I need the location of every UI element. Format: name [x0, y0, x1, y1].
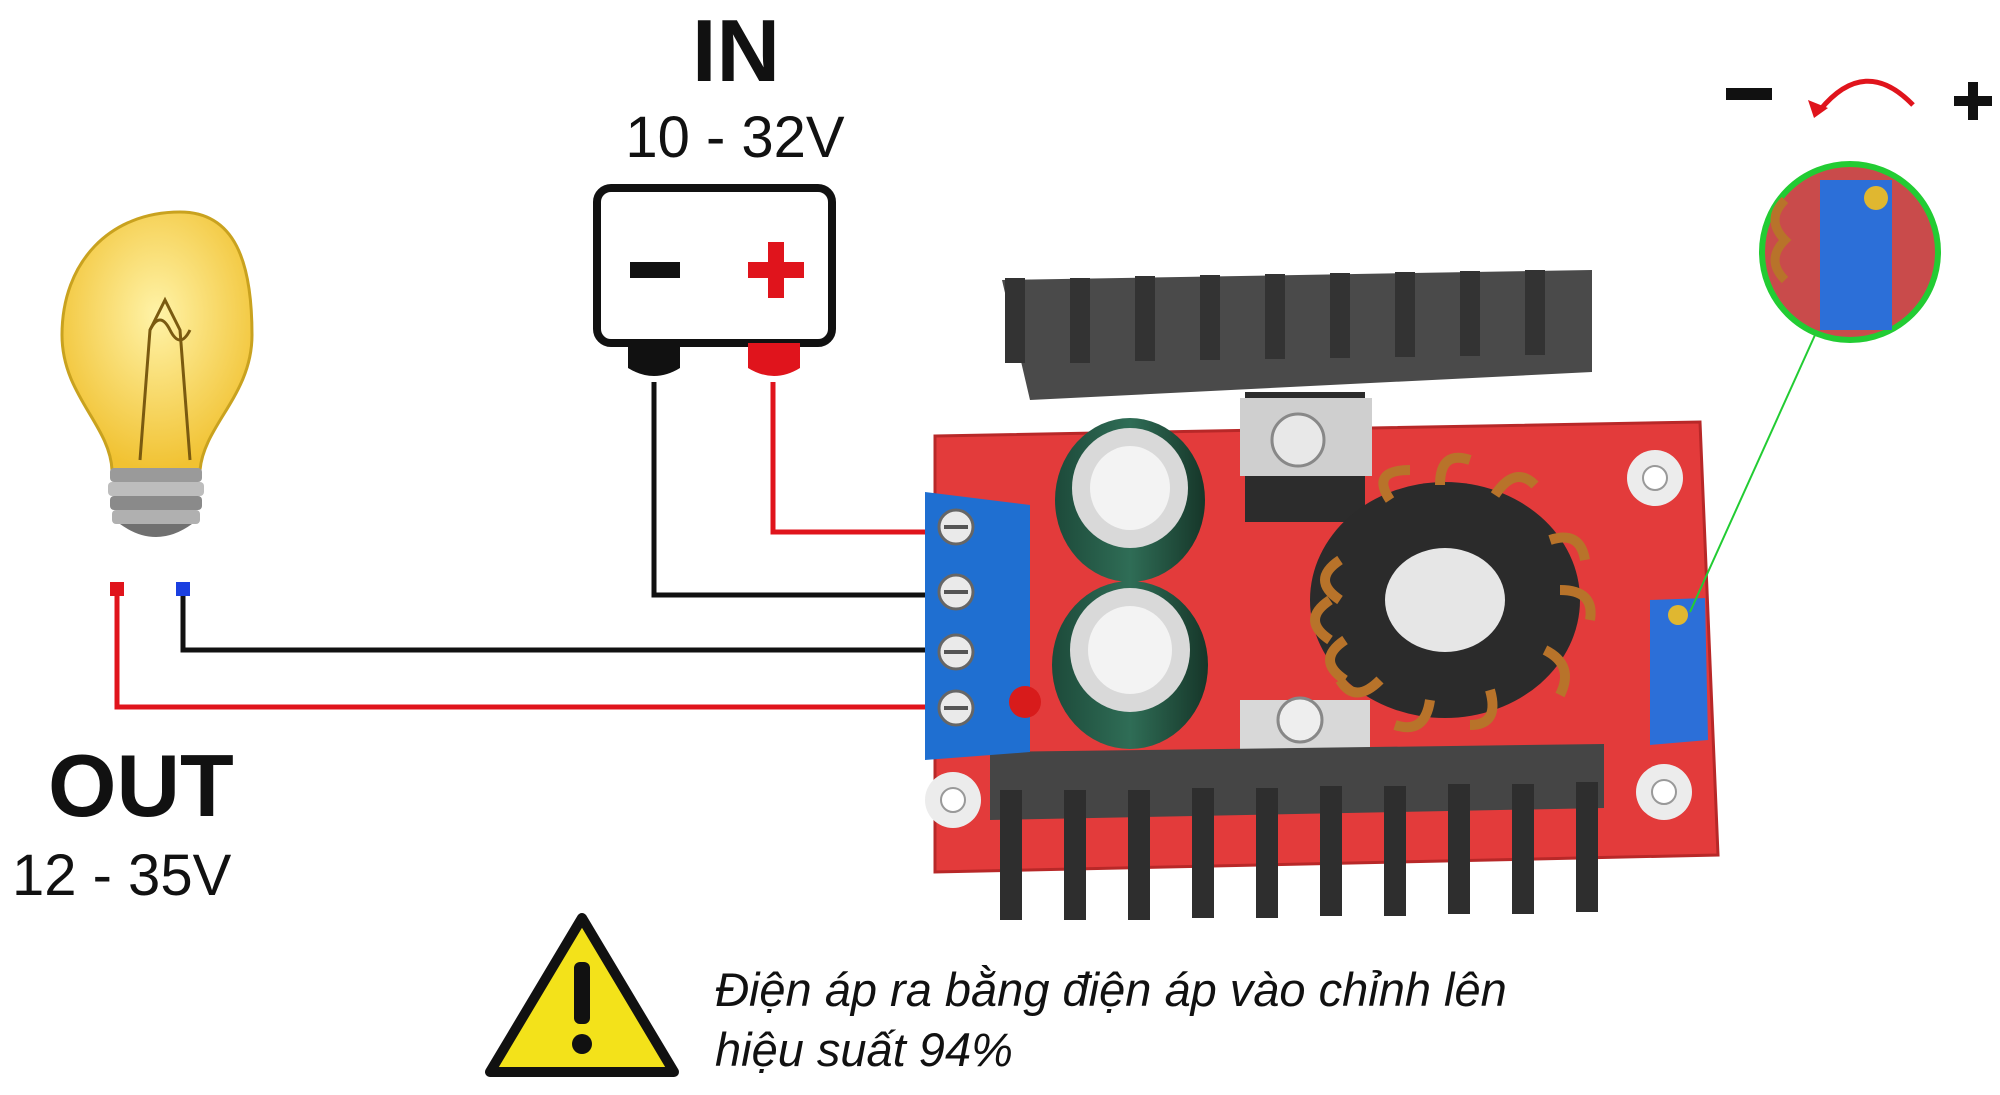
toroid-inductor [1310, 452, 1596, 733]
note-line-2: hiệu suất 94% [715, 1023, 1013, 1076]
led-indicator [1009, 686, 1041, 718]
output-negative-wire [180, 596, 950, 653]
load-positive-terminal [110, 582, 124, 596]
potentiometer-zoom [1759, 161, 1941, 343]
capacitor-2 [1052, 581, 1208, 749]
increase-icon [1948, 70, 2000, 130]
output-voltage-range: 12 - 35V [12, 843, 232, 908]
output-title: OUT [48, 736, 234, 835]
light-bulb-icon [60, 210, 254, 537]
output-positive-wire [114, 596, 950, 710]
note-line-1: Điện áp ra bằng điện áp vào chỉnh lên [715, 963, 1507, 1016]
potentiometer [1650, 598, 1708, 745]
boost-converter-module [925, 270, 1720, 920]
load-negative-terminal [176, 582, 190, 596]
efficiency-note: Điện áp ra bằng điện áp vào chỉnh lên hi… [715, 960, 1615, 1080]
screw-terminal-block [925, 492, 1030, 760]
warning-icon [485, 913, 679, 1077]
power-source-box [593, 184, 836, 376]
source-minus-icon [630, 262, 680, 278]
capacitor-1 [1055, 418, 1205, 582]
zoom-pointer-line [1689, 334, 1816, 613]
input-positive-wire [770, 382, 950, 535]
input-negative-wire [651, 382, 950, 598]
top-heatsink [1002, 270, 1592, 522]
decrease-icon [1720, 58, 1780, 122]
bottom-heatsink [990, 744, 1604, 920]
input-title: IN [692, 1, 780, 100]
adjust-arrow-icon [1818, 78, 1915, 112]
input-voltage-range: 10 - 32V [625, 105, 845, 170]
